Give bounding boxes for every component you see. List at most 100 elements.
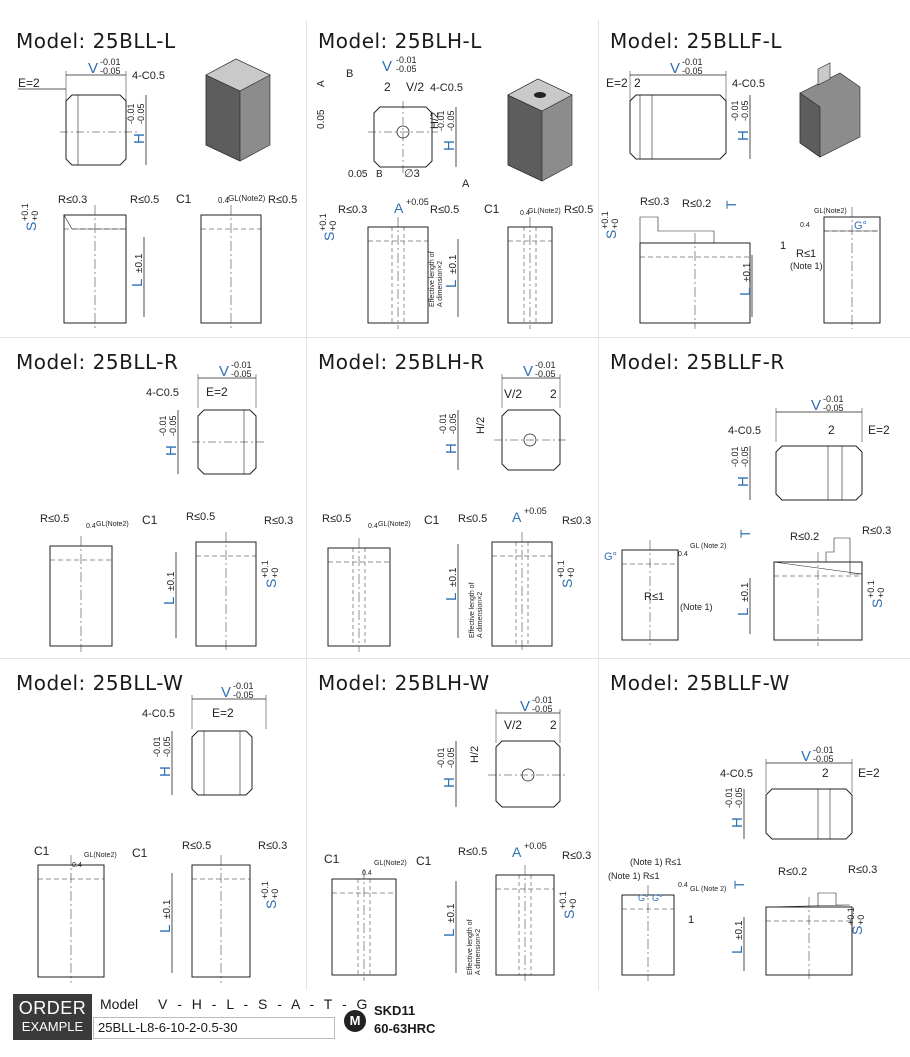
- dimension-label: +0.05: [524, 506, 547, 516]
- dimension-label: R≤0.3: [848, 864, 877, 876]
- dimension-label: (Note 1) R≤1: [630, 857, 681, 867]
- panel-title: Model: 25BLH-L: [318, 29, 482, 53]
- dimension-label: G°: [604, 551, 617, 563]
- side-view-outline: [200, 214, 262, 324]
- dimension-label: E=2: [206, 385, 228, 399]
- dimension-label: B: [376, 169, 383, 180]
- dim-l: L: [737, 288, 754, 296]
- dim-h: H: [163, 445, 180, 456]
- dimension-label: E=2: [606, 76, 628, 90]
- dim-h: H: [735, 130, 752, 141]
- top-view-outline: [629, 94, 727, 160]
- order-example-value: 25BLL-L8-6-10-2-0.5-30: [98, 1020, 238, 1035]
- dim-l: L: [161, 597, 178, 605]
- dim-tol: +0: [610, 219, 620, 229]
- dim-v: V: [523, 363, 533, 380]
- block-3d-face: [799, 92, 821, 158]
- dimension-label: 2: [550, 387, 557, 401]
- dimension-label: A: [512, 844, 522, 860]
- block-3d-step: [817, 62, 831, 86]
- dim-h: H: [441, 140, 458, 151]
- order-example-box: [93, 1017, 335, 1039]
- dimension-label: G°: [652, 893, 663, 903]
- dimension-label: 2: [634, 76, 641, 90]
- dim-tol: -0.05: [136, 103, 146, 124]
- dimension-label: 0.4: [362, 870, 372, 877]
- side-view-outline: [191, 864, 251, 978]
- dim-tol: -0.01: [682, 57, 703, 67]
- dim-v: V: [88, 60, 98, 77]
- dimension-label: E=2: [858, 766, 880, 780]
- panel-title: Model: 25BLLF-W: [610, 671, 790, 695]
- order-example-label: ORDER EXAMPLE: [13, 994, 92, 1040]
- dim-v: V: [520, 698, 530, 715]
- dimension-label: R≤0.3: [862, 525, 891, 537]
- material-hardness: 60-63HRC: [374, 1021, 436, 1036]
- dimension-label: Effective length of: [467, 919, 474, 975]
- dimension-label: R≤1: [796, 248, 816, 260]
- step-profile: [639, 216, 715, 244]
- dim-tol: -0.01: [813, 745, 834, 755]
- dim-tol: +0.1: [846, 907, 856, 925]
- panel-title: Model: 25BLLF-R: [610, 350, 785, 374]
- dim-tol: +0.1: [866, 580, 876, 598]
- dimension-label: A dimension×2: [477, 592, 484, 638]
- dimension-label: (Note 1): [680, 602, 713, 612]
- dimension-label: 0.05: [316, 109, 327, 129]
- dimension-label: R≤0.5: [268, 194, 297, 206]
- dimension-label: R≤0.3: [264, 515, 293, 527]
- side-view-outline: [765, 906, 853, 976]
- dim-tol: -0.01: [730, 446, 740, 467]
- dim-l: L: [443, 593, 460, 601]
- dimension-label: 0.4: [800, 222, 810, 229]
- dim-tol: ±0.1: [734, 920, 745, 940]
- dimension-label: R≤0.5: [564, 204, 593, 216]
- dim-tol: -0.01: [158, 415, 168, 436]
- dimension-label: A: [512, 509, 522, 525]
- dim-tol: -0.05: [740, 100, 750, 121]
- dimension-label: R≤0.3: [640, 196, 669, 208]
- panel-title: Model: 25BLL-R: [16, 350, 179, 374]
- side-view-outline: [823, 216, 881, 324]
- dimension-label: A dimension×2: [437, 261, 444, 307]
- dim-tol: +0: [270, 568, 280, 578]
- dim-tol: -0.01: [532, 695, 553, 705]
- dim-h: H: [729, 817, 746, 828]
- dim-s: S: [263, 579, 279, 588]
- side-view-outline: [495, 874, 555, 976]
- dim-tol: +0.1: [318, 213, 328, 231]
- dim-l: L: [729, 946, 746, 954]
- drawing-group: V-0.01-0.05E=24-C0.5H-0.01-0.05C10.4GL(N…: [34, 681, 287, 983]
- dimension-label: GL(Note2): [814, 208, 847, 215]
- dimension-label: (Note 1) R≤1: [608, 871, 659, 881]
- step-profile: [765, 892, 851, 908]
- dimension-label: G°: [638, 893, 649, 903]
- dimension-label: A: [394, 200, 404, 216]
- dim-h: H: [441, 777, 458, 788]
- dim-tol: +0: [568, 899, 578, 909]
- dimension-label: T: [731, 880, 747, 889]
- dimension-label: -0.01: [396, 55, 417, 65]
- dim-tol: -0.05: [168, 415, 178, 436]
- side-view-outline: [367, 226, 429, 324]
- dimension-label: 4-C0.5: [728, 425, 761, 437]
- dim-s: S: [263, 900, 279, 909]
- dim-s: S: [561, 910, 577, 919]
- dim-tol: -0.05: [446, 110, 456, 131]
- dimension-label: T: [737, 529, 753, 538]
- dim-tol: -0.01: [233, 681, 254, 691]
- dim-e: E=2: [18, 76, 40, 90]
- dim-l: L: [441, 929, 458, 937]
- dimension-label: R≤0.5: [458, 513, 487, 525]
- dim-tol: -0.05: [682, 66, 703, 76]
